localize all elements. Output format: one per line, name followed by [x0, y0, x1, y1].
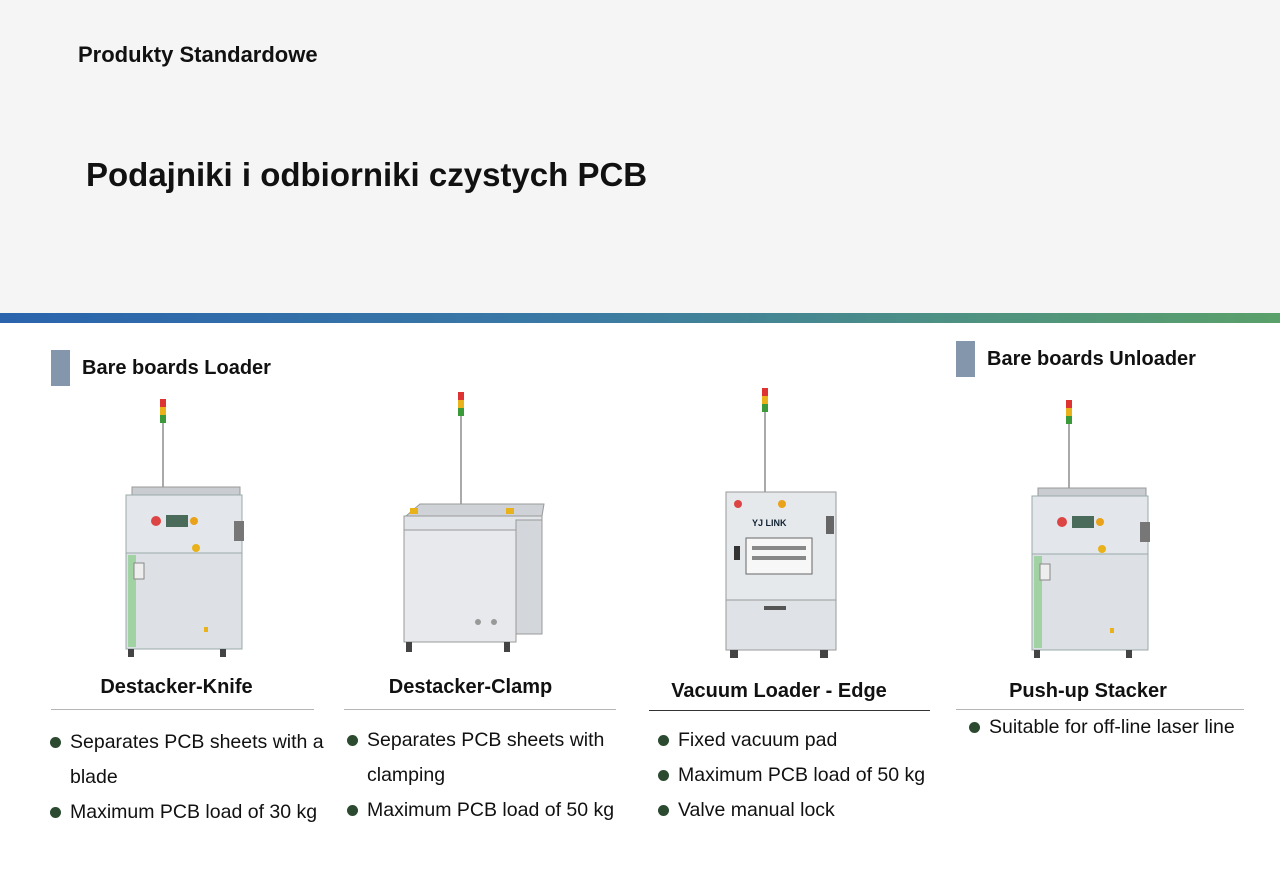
feature-item: Suitable for off-line laser line: [969, 710, 1259, 745]
bullet-icon: [50, 807, 61, 818]
section-label-unloader: Bare boards Unloader: [956, 341, 1196, 377]
bullet-icon: [658, 735, 669, 746]
section-title-unloader: Bare boards Unloader: [987, 347, 1196, 370]
product-features-destacker-clamp: Separates PCB sheets with clamping Maxim…: [347, 723, 622, 828]
machine-image-destacker-knife: [125, 399, 244, 657]
feature-item: Maximum PCB load of 50 kg: [347, 793, 622, 828]
header-panel: Produkty Standardowe Podajniki i odbiorn…: [0, 0, 1280, 313]
machine-image-vacuum-loader: YJ LINK: [725, 388, 837, 658]
section-marker: [51, 350, 70, 386]
bullet-icon: [50, 737, 61, 748]
section-title-loader: Bare boards Loader: [82, 356, 271, 379]
product-features-vacuum-loader: Fixed vacuum pad Maximum PCB load of 50 …: [658, 723, 948, 828]
feature-item: Fixed vacuum pad: [658, 723, 948, 758]
product-divider: [344, 709, 616, 710]
bullet-icon: [658, 805, 669, 816]
product-features-destacker-knife: Separates PCB sheets with a blade Maximu…: [50, 725, 330, 830]
product-divider: [649, 710, 930, 711]
feature-item: Valve manual lock: [658, 793, 948, 828]
feature-item: Separates PCB sheets with a blade: [50, 725, 330, 795]
bullet-icon: [969, 722, 980, 733]
page-kicker: Produkty Standardowe: [78, 42, 318, 67]
product-name-destacker-knife: Destacker-Knife: [100, 676, 253, 698]
product-name-destacker-clamp: Destacker-Clamp: [388, 676, 553, 698]
page-title: Podajniki i odbiorniki czystych PCB: [86, 156, 648, 193]
product-divider: [956, 709, 1244, 710]
section-marker: [956, 341, 975, 377]
machine-brand-label: YJ LINK: [752, 518, 787, 528]
bullet-icon: [347, 735, 358, 746]
section-label-loader: Bare boards Loader: [51, 350, 271, 386]
machine-image-push-up-stacker: [1031, 400, 1150, 658]
feature-item: Maximum PCB load of 30 kg: [50, 795, 330, 830]
product-name-vacuum-loader: Vacuum Loader - Edge: [671, 680, 887, 702]
bullet-icon: [347, 805, 358, 816]
bullet-icon: [658, 770, 669, 781]
product-name-push-up-stacker: Push-up Stacker: [1009, 680, 1167, 702]
gradient-band: [0, 313, 1280, 323]
feature-item: Separates PCB sheets with clamping: [347, 723, 622, 793]
machine-image-destacker-clamp: [403, 392, 545, 652]
product-features-push-up-stacker: Suitable for off-line laser line: [969, 710, 1259, 745]
feature-item: Maximum PCB load of 50 kg: [658, 758, 948, 793]
product-divider: [51, 709, 314, 710]
